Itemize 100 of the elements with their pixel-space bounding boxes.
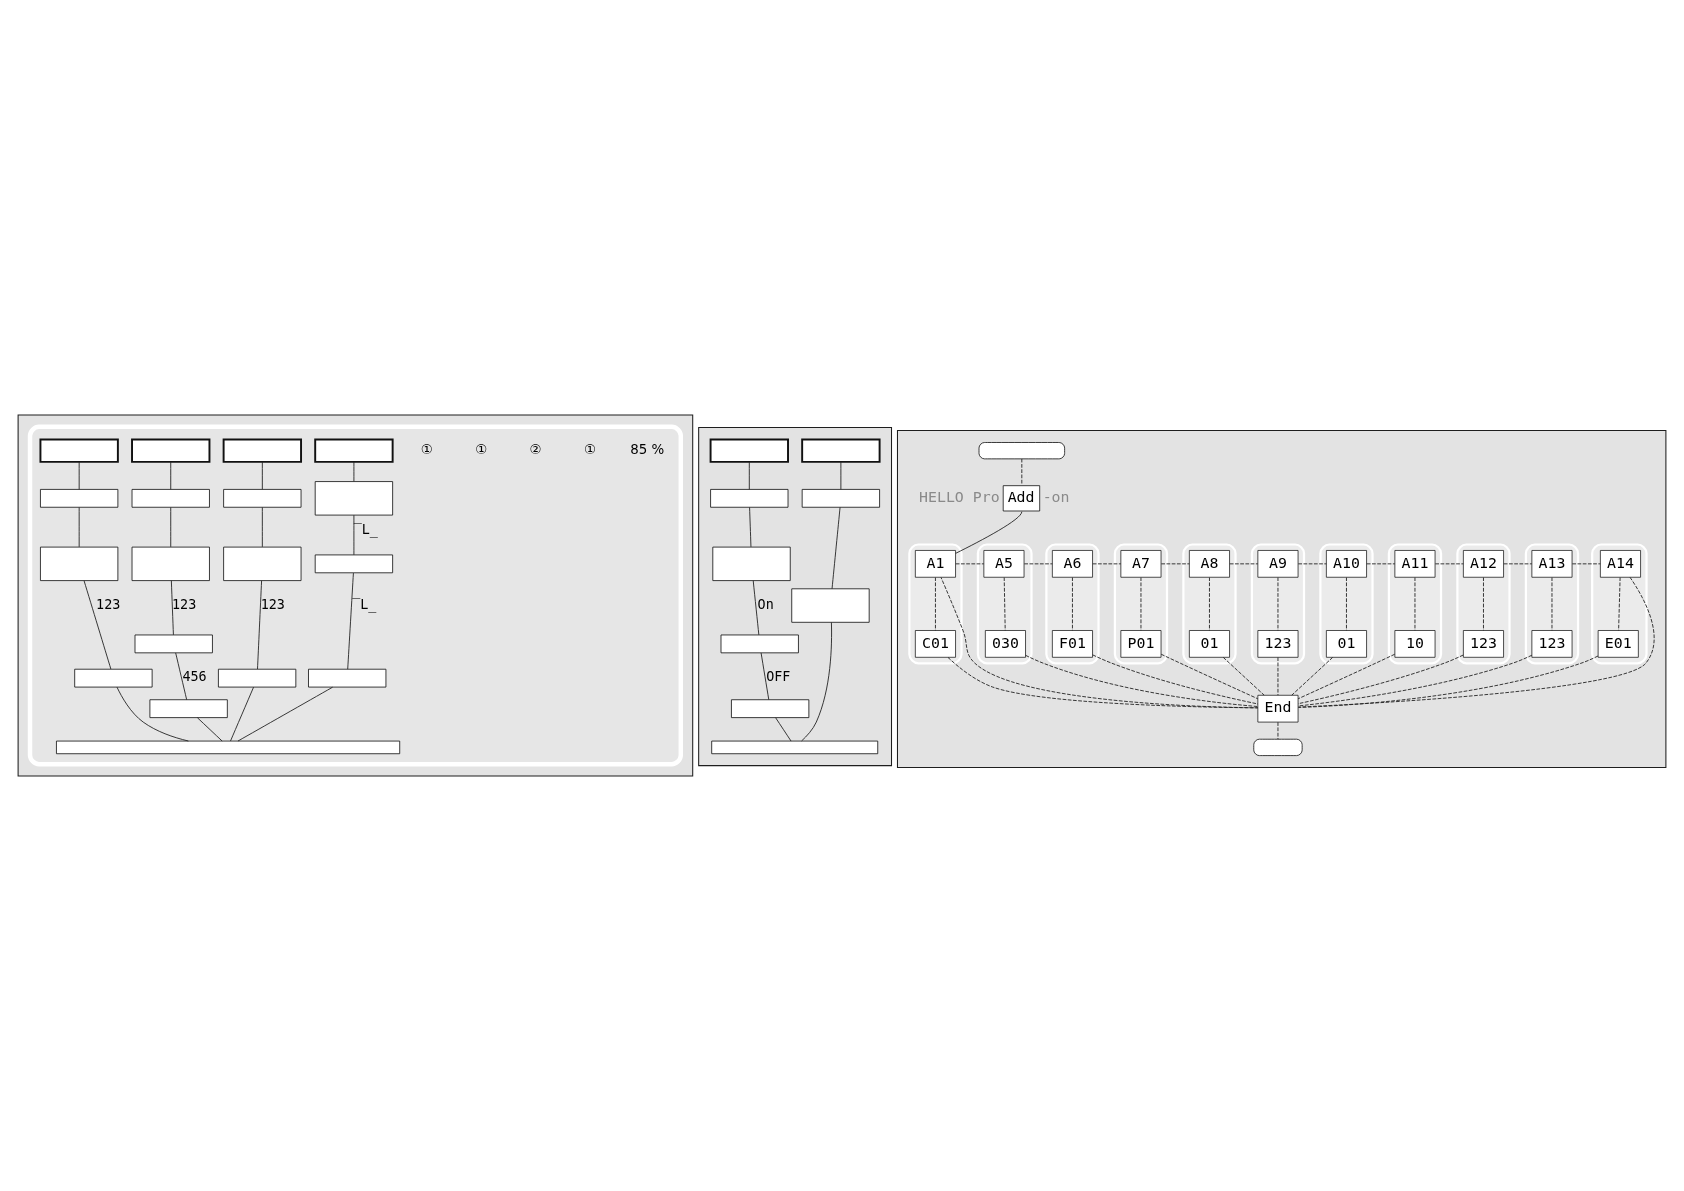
connector (230, 686, 254, 742)
connector (1483, 577, 1484, 631)
node-box (314, 554, 394, 574)
node-box: A14 (1600, 550, 1641, 578)
edge-label: ‾L_ (353, 522, 378, 538)
cluster (1250, 543, 1306, 665)
connector (1346, 577, 1347, 631)
node-box (39, 438, 119, 463)
node-box: 01 (1189, 630, 1230, 658)
cluster (1591, 543, 1648, 665)
node-box: End (1257, 694, 1299, 723)
connector (1297, 576, 1655, 708)
cluster (1045, 543, 1100, 665)
node-box (40, 488, 119, 508)
node-box (56, 740, 401, 755)
connector (1297, 653, 1396, 700)
connector (353, 514, 355, 556)
edge-label: OFF (766, 669, 791, 685)
connector (1222, 657, 1265, 696)
cluster (1319, 543, 1374, 665)
connector (1140, 577, 1142, 631)
connector (1092, 654, 1259, 705)
connector (760, 652, 770, 701)
cluster (1387, 543, 1443, 665)
connector (1092, 563, 1122, 565)
connector (170, 461, 172, 490)
cluster (976, 543, 1033, 665)
connector (955, 511, 1023, 554)
connector (1366, 563, 1396, 565)
cluster (1524, 543, 1580, 665)
connector (1297, 655, 1599, 708)
node-box: A6 (1052, 550, 1093, 578)
node-box: 030 (984, 630, 1026, 658)
node-box (223, 546, 302, 581)
connector (257, 580, 263, 670)
connector (1551, 577, 1553, 631)
node-box: 01 (1326, 630, 1367, 658)
node-label: -on (1042, 488, 1070, 507)
connector (1503, 563, 1533, 565)
connector (947, 657, 1259, 709)
connector (749, 507, 752, 548)
cluster (896, 430, 1667, 768)
node-box (314, 438, 394, 463)
connector (347, 572, 354, 670)
node-box (801, 438, 881, 463)
connector (1160, 653, 1259, 700)
connector (1414, 577, 1416, 631)
node-box: 123 (1531, 630, 1573, 658)
connector (752, 580, 760, 636)
connector (1003, 577, 1006, 631)
node-box: E01 (1597, 630, 1639, 658)
node-box: F01 (1052, 630, 1093, 658)
connector (940, 576, 1259, 709)
node-box (712, 546, 791, 581)
node-box (222, 438, 303, 463)
node-box: A12 (1463, 550, 1504, 578)
node-box (711, 740, 879, 755)
node-box (801, 488, 880, 508)
node-box (131, 438, 211, 463)
node-box: C01 (914, 630, 956, 658)
node-box: 10 (1394, 630, 1436, 658)
connector (1291, 657, 1334, 696)
node-box: A13 (1531, 550, 1573, 578)
cluster (1182, 543, 1237, 665)
label: ② (529, 441, 542, 457)
node-box (791, 588, 870, 623)
connector (175, 652, 188, 701)
node-box: A9 (1257, 550, 1299, 578)
connector (1160, 563, 1190, 565)
node-box (149, 699, 228, 718)
node-box: 123 (1463, 630, 1504, 658)
node-box (308, 668, 387, 688)
node-box (74, 668, 153, 688)
connector (1297, 563, 1327, 565)
connector (353, 461, 355, 482)
label: ① (583, 441, 596, 457)
node-pill (978, 442, 1066, 460)
node-box: 123 (1257, 630, 1299, 658)
connector (801, 622, 833, 742)
edge-label: 123 (260, 596, 285, 612)
edge-label: On (757, 596, 774, 612)
node-box (131, 488, 210, 508)
connector (935, 577, 936, 631)
node-box: P01 (1120, 630, 1162, 658)
connector (1229, 563, 1259, 565)
connector (261, 507, 263, 548)
connector (775, 717, 792, 742)
node-box: A7 (1120, 550, 1162, 578)
label: ① (475, 441, 488, 457)
label: ① (420, 441, 433, 457)
node-box: A1 (914, 550, 956, 578)
edge-label: 123 (96, 596, 121, 612)
connector (1297, 654, 1464, 705)
label: 85 % (630, 441, 665, 457)
connector (196, 717, 223, 742)
connector (1025, 654, 1259, 707)
node-box (223, 488, 302, 508)
node-box (709, 438, 789, 463)
connector (1434, 563, 1464, 565)
node-pill (1253, 738, 1303, 756)
